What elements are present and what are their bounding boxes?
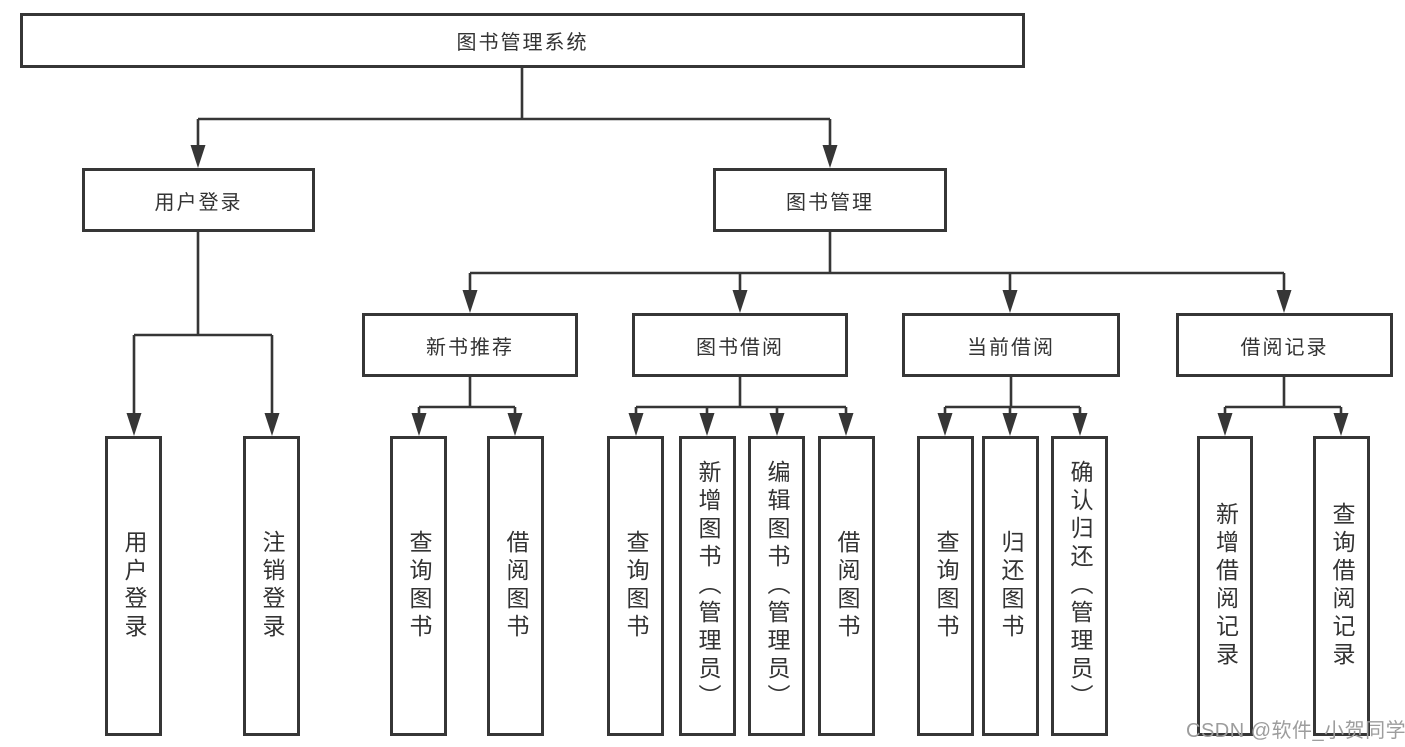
leaf-borrow-query-books: 查询图书 <box>607 436 664 736</box>
node-current-borrow: 当前借阅 <box>902 313 1120 377</box>
leaf-user-login: 用户登录 <box>105 436 162 736</box>
leaf-label: 新增图书（管理员） <box>695 460 721 712</box>
leaf-label: 归还图书 <box>998 530 1024 642</box>
leaf-label: 查询图书 <box>406 530 432 642</box>
leaf-current-confirm-return-admin: 确认归还（管理员） <box>1051 436 1108 736</box>
leaf-newbook-query-books: 查询图书 <box>390 436 447 736</box>
leaf-record-query-record: 查询借阅记录 <box>1313 436 1370 736</box>
node-library-system: 图书管理系统 <box>20 13 1025 68</box>
leaf-label: 查询借阅记录 <box>1329 502 1355 670</box>
leaf-label: 查询图书 <box>623 530 649 642</box>
arrowhead-icons <box>126 145 1349 436</box>
leaf-borrow-borrow-books: 借阅图书 <box>818 436 875 736</box>
leaf-record-add-record: 新增借阅记录 <box>1197 436 1253 736</box>
leaf-label: 用户登录 <box>121 530 147 642</box>
leaf-logout: 注销登录 <box>243 436 300 736</box>
leaf-current-return-books: 归还图书 <box>982 436 1039 736</box>
leaf-label: 编辑图书（管理员） <box>764 460 790 712</box>
node-book-borrow: 图书借阅 <box>632 313 848 377</box>
leaf-label: 查询图书 <box>933 530 959 642</box>
leaf-label: 借阅图书 <box>503 530 529 642</box>
leaf-label: 注销登录 <box>259 530 285 642</box>
leaf-newbook-borrow-books: 借阅图书 <box>487 436 544 736</box>
leaf-label: 确认归还（管理员） <box>1067 460 1093 712</box>
node-borrow-records: 借阅记录 <box>1176 313 1393 377</box>
leaf-label: 新增借阅记录 <box>1212 502 1239 670</box>
node-user-login: 用户登录 <box>82 168 315 232</box>
leaf-current-query-books: 查询图书 <box>917 436 974 736</box>
leaf-borrow-edit-books-admin: 编辑图书（管理员） <box>748 436 805 736</box>
leaf-label: 借阅图书 <box>834 530 860 642</box>
watermark: CSDN @软件_小贺同学 <box>1186 720 1405 742</box>
leaf-borrow-add-books-admin: 新增图书（管理员） <box>679 436 736 736</box>
node-book-management: 图书管理 <box>713 168 947 232</box>
node-new-book-recommend: 新书推荐 <box>362 313 578 377</box>
